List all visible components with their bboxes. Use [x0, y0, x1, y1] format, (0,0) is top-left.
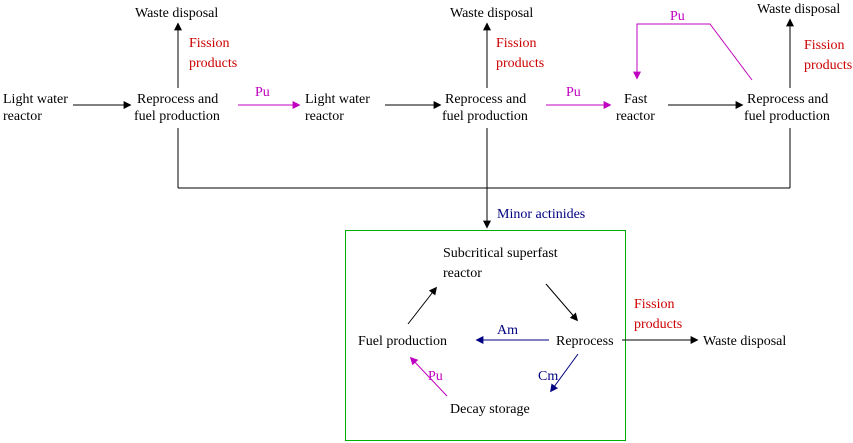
- pu-label-2: Pu: [566, 85, 581, 100]
- subcritical-cycle-box: [345, 230, 626, 441]
- fission-products-2-line1: Fission: [496, 36, 536, 51]
- fission-products-1-line1: Fission: [189, 36, 229, 51]
- arrow-pu-decay-to-fuelprod: [409, 356, 448, 397]
- node-light-water-reactor-1-line2: reactor: [3, 109, 42, 124]
- arrow-pu-reprocess3-to-fast: [633, 23, 753, 81]
- node-decay-storage: Decay storage: [450, 402, 530, 417]
- node-reprocess-1-line1: Reprocess and: [137, 92, 218, 107]
- arrow-cm-reprocess-to-decay: [550, 353, 579, 393]
- node-reprocess-1-line2: fuel production: [134, 109, 220, 124]
- node-reprocess-2-line1: Reprocess and: [445, 92, 526, 107]
- waste-disposal-label-1: Waste disposal: [135, 6, 218, 21]
- node-reprocess-3-line2: fuel production: [744, 109, 830, 124]
- node-light-water-reactor-2-line2: reactor: [305, 109, 344, 124]
- node-reprocess-3-line1: Reprocess and: [747, 92, 828, 107]
- fission-products-4-line1: Fission: [634, 297, 674, 312]
- waste-disposal-label-3: Waste disposal: [757, 2, 840, 17]
- waste-disposal-label-2: Waste disposal: [450, 6, 533, 21]
- fission-products-4-line2: products: [634, 317, 682, 332]
- node-fast-reactor-line1: Fast: [624, 92, 647, 107]
- node-reprocess-2-line2: fuel production: [442, 109, 528, 124]
- pu-label-decay: Pu: [428, 369, 443, 384]
- node-subcritical-reactor-line1: Subcritical superfast: [443, 246, 558, 261]
- node-reprocess-sub: Reprocess: [556, 334, 614, 349]
- fission-products-3-line1: Fission: [804, 38, 844, 53]
- pu-label-1: Pu: [255, 85, 270, 100]
- node-fuel-production: Fuel production: [358, 334, 447, 349]
- fission-products-1-line2: products: [189, 56, 237, 71]
- cm-label: Cm: [538, 369, 558, 384]
- node-light-water-reactor-2-line1: Light water: [305, 92, 370, 107]
- node-subcritical-reactor-line2: reactor: [443, 266, 482, 281]
- am-label: Am: [497, 323, 518, 338]
- node-light-water-reactor-1-line1: Light water: [3, 92, 68, 107]
- fission-products-3-line2: products: [804, 58, 852, 73]
- fission-products-2-line2: products: [496, 56, 544, 71]
- arrow-subreactor-to-reprocess: [545, 283, 579, 322]
- minor-actinides-label: Minor actinides: [497, 207, 585, 222]
- waste-disposal-label-4: Waste disposal: [703, 334, 786, 349]
- pu-label-recycle: Pu: [670, 9, 685, 24]
- node-fast-reactor-line2: reactor: [616, 109, 655, 124]
- arrow-fuelprod-to-subreactor: [407, 286, 437, 325]
